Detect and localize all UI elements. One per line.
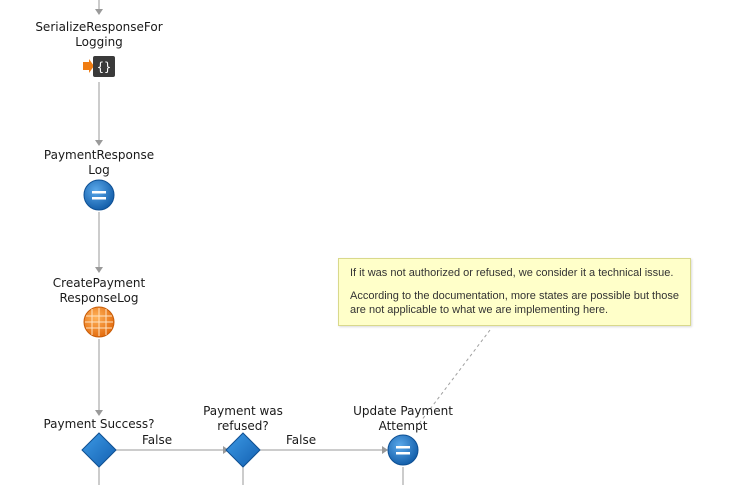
svg-text:{}: {} bbox=[97, 60, 111, 74]
arrowhead bbox=[95, 267, 103, 273]
payment-response-log-label: PaymentResponse Log bbox=[43, 148, 155, 177]
entity-action-icon[interactable] bbox=[83, 306, 115, 338]
if-decision-icon[interactable] bbox=[225, 432, 261, 468]
comment-line: According to the documentation, more sta… bbox=[350, 290, 679, 316]
serialize-node-label: SerializeResponseFor Logging bbox=[35, 20, 163, 49]
arrowhead bbox=[382, 446, 388, 454]
arrowheads bbox=[95, 9, 388, 454]
comment-link bbox=[417, 329, 491, 426]
comment-note[interactable]: If it was not authorized or refused, we … bbox=[338, 258, 691, 326]
create-payment-response-log-label: CreatePayment ResponseLog bbox=[52, 276, 146, 305]
arrowhead bbox=[95, 140, 103, 146]
edge-label-false: False bbox=[142, 433, 173, 447]
assign-icon[interactable] bbox=[83, 179, 115, 211]
if-decision-icon[interactable] bbox=[81, 432, 117, 468]
connectors bbox=[98, 0, 404, 485]
update-payment-attempt-label: Update Payment Attempt bbox=[353, 404, 453, 433]
arrowhead bbox=[95, 410, 103, 416]
payment-success-label: Payment Success? bbox=[43, 417, 155, 431]
assign-icon[interactable] bbox=[387, 434, 419, 466]
comment-line: If it was not authorized or refused, we … bbox=[350, 267, 674, 279]
payment-refused-label: Payment was refused? bbox=[203, 404, 283, 433]
arrowhead bbox=[95, 9, 103, 15]
json-serialize-icon[interactable]: {} bbox=[83, 56, 115, 77]
edge-label-false: False bbox=[286, 433, 317, 447]
